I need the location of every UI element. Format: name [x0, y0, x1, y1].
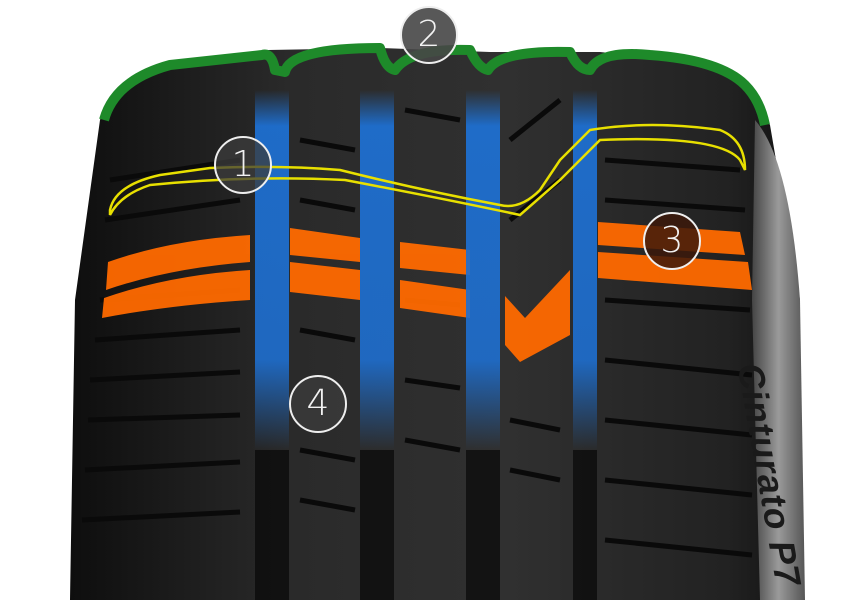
orange-highlight [102, 222, 752, 362]
marker-3: 3 [643, 212, 701, 270]
marker-2: 2 [400, 6, 458, 64]
tread-sipes [81, 98, 753, 558]
yellow-highlight [108, 123, 747, 217]
green-highlight [99, 43, 770, 127]
sidewall [752, 120, 805, 600]
marker-1: 1 [214, 136, 272, 194]
groove-bottoms [255, 450, 597, 600]
marker-4: 4 [289, 375, 347, 433]
